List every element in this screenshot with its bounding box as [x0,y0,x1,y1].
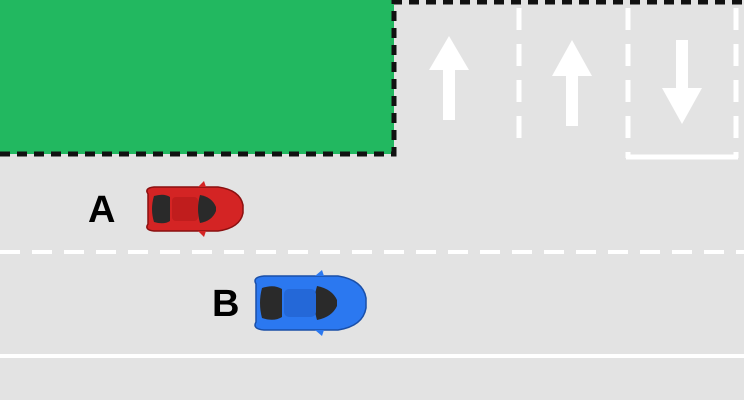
car-b-mirror [315,330,324,336]
straight-arrow-icon [552,40,592,126]
curb-border [0,0,744,157]
car-b-roof [284,289,316,317]
down-arrow-icon [662,40,702,124]
car-a-rear-window [152,194,170,224]
straight-arrow-icon [429,36,469,120]
car-b-windshield [314,286,337,320]
car-a-mirror [198,181,206,187]
car-b-mirror [315,270,324,276]
car-a-windshield [198,195,216,223]
car-a-mirror [198,231,206,237]
car-a-roof [172,197,198,221]
grass-area [0,0,394,154]
car-b [254,270,367,336]
car-b-label: B [212,283,239,325]
car-b-rear-window [260,286,282,320]
car-a [146,181,244,237]
car-a-label: A [88,189,115,231]
